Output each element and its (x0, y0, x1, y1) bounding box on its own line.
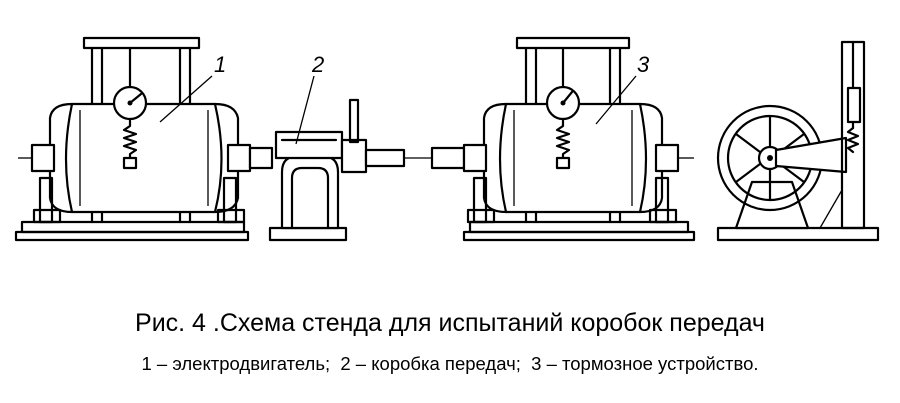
gearbox-2 (248, 98, 466, 242)
motor-label: 1 (214, 52, 226, 77)
brake-side-view (716, 40, 880, 242)
electric-motor-1 (14, 36, 252, 242)
brake-label: 3 (637, 52, 650, 77)
figure-caption-legend: 1 – электродвигатель; 2 – коробка переда… (141, 353, 759, 374)
gearbox-label: 2 (311, 52, 324, 77)
figure-caption-title: Рис. 4 .Схема стенда для испытаний короб… (135, 309, 765, 337)
brake-device-3 (462, 36, 696, 242)
test-stand-drawing: 1 2 (14, 36, 880, 242)
